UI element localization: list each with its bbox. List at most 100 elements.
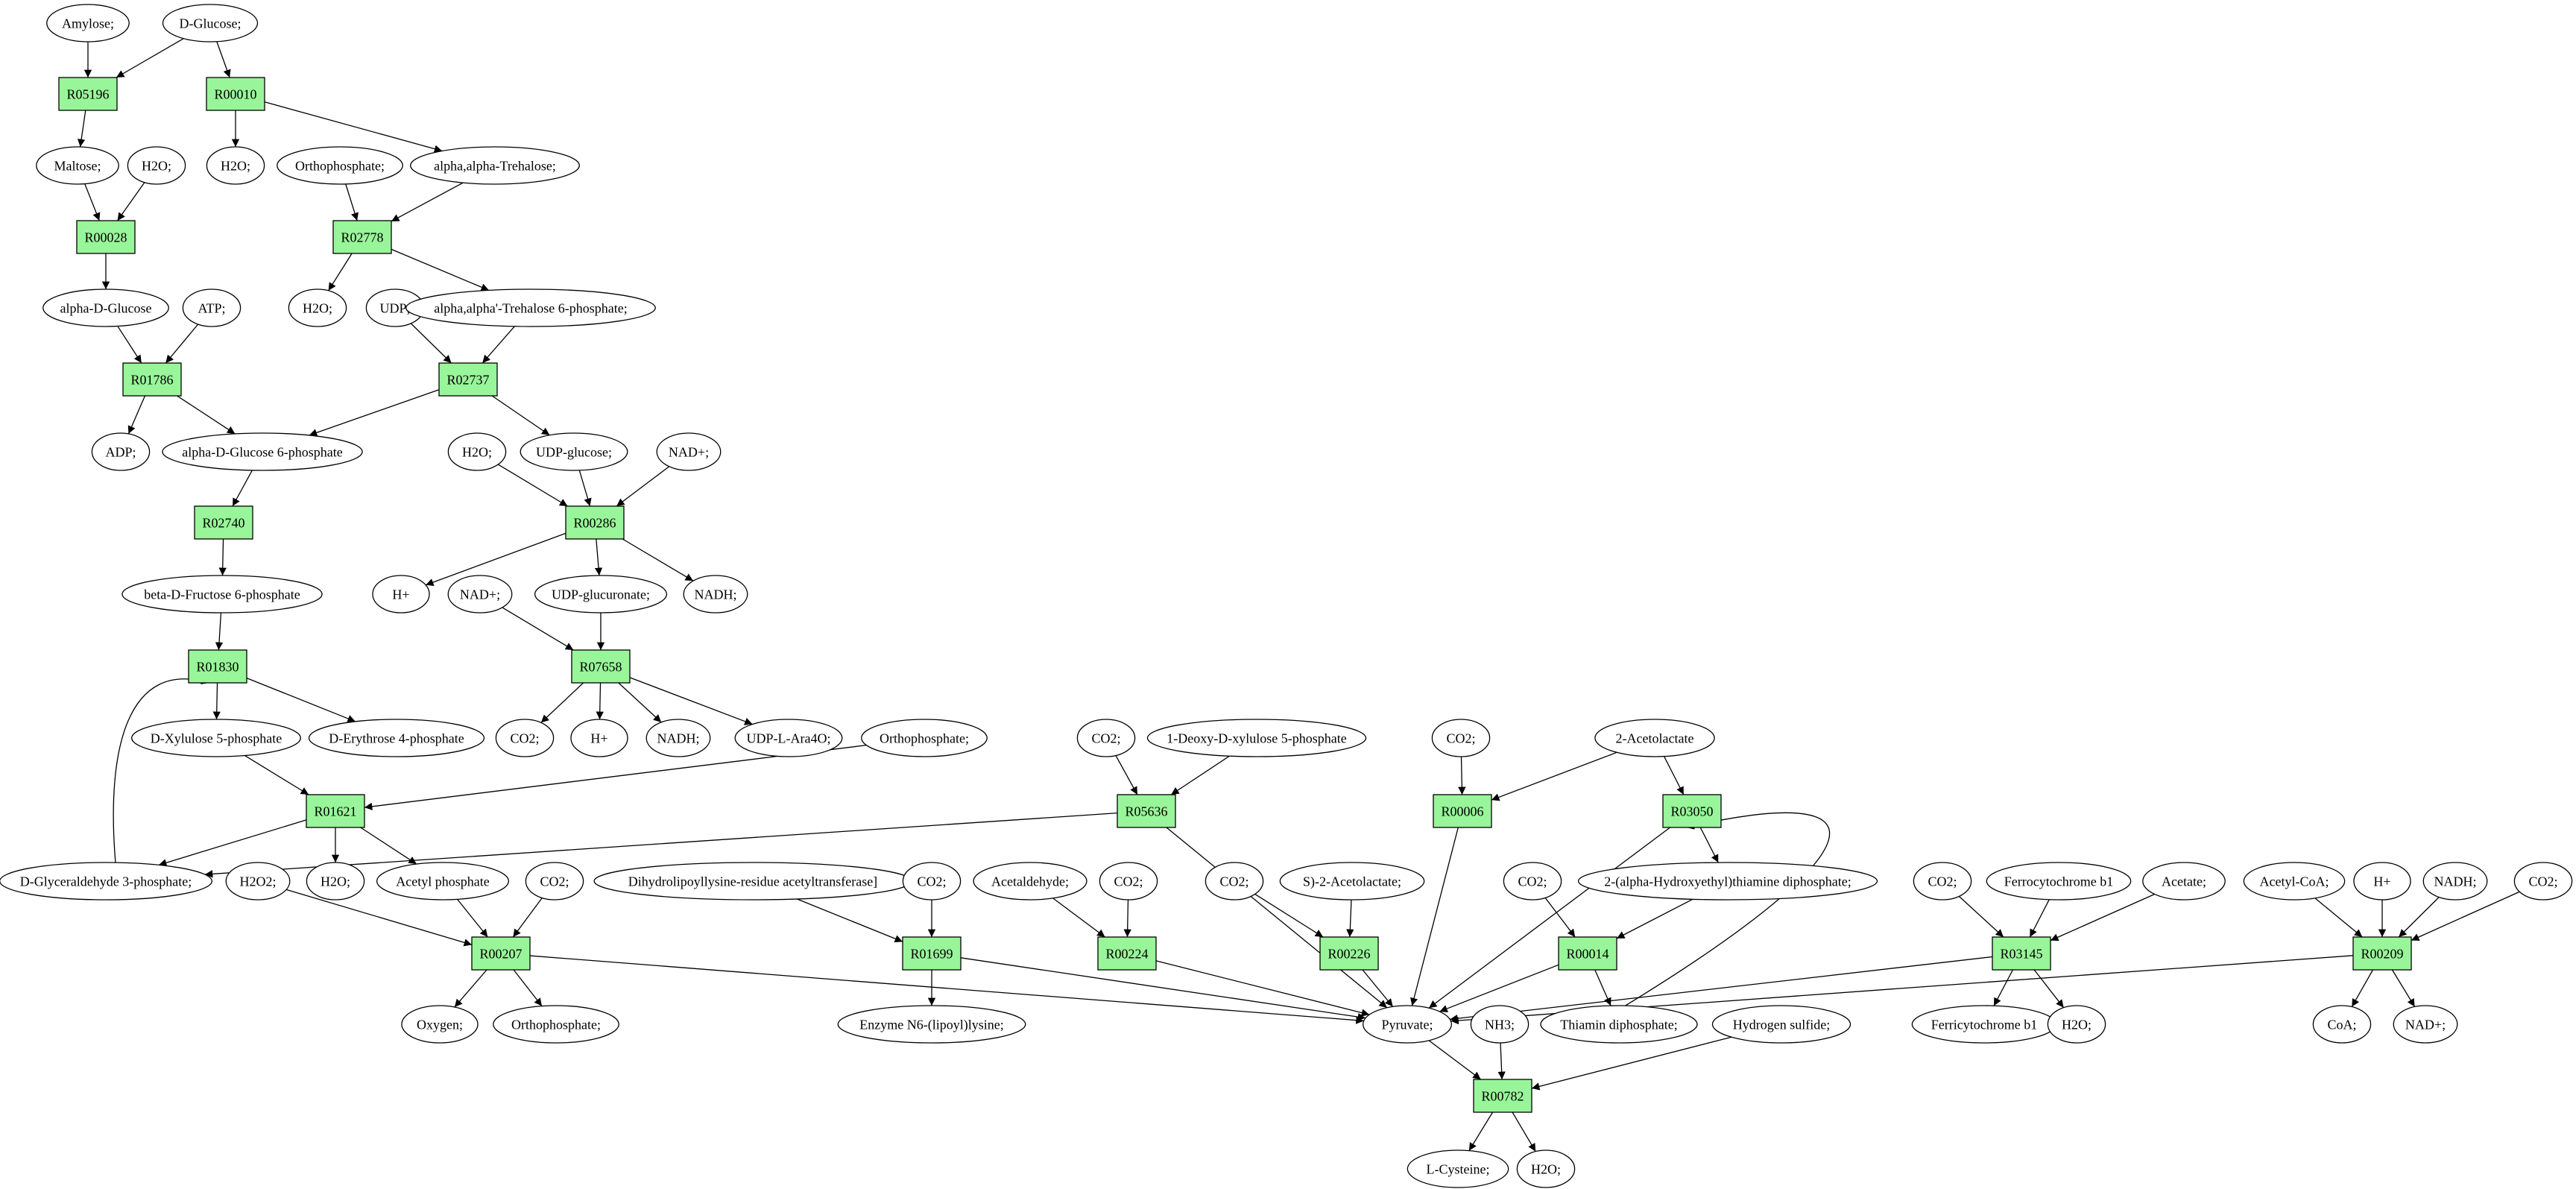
node-hethtpp: 2-(alpha-Hydroxyethyl)thiamine diphospha… bbox=[1577, 862, 1878, 901]
node-label: UDP-glucuronate; bbox=[552, 587, 650, 602]
edge-arrow bbox=[264, 101, 443, 153]
edge-arrow bbox=[1544, 898, 1576, 938]
node-co2-h: CO2; bbox=[1503, 862, 1562, 901]
node-label: R02740 bbox=[202, 515, 244, 530]
node-label: alpha,alpha-Trehalose; bbox=[434, 158, 556, 173]
node-amylose: Amylose; bbox=[46, 4, 130, 42]
node-thiamin: Thiamin diphosphate; bbox=[1540, 1005, 1698, 1044]
node-nadh-a: NADH; bbox=[683, 575, 748, 614]
node-label: R02737 bbox=[446, 372, 489, 387]
edge-arrow bbox=[596, 682, 604, 720]
compound-ellipse bbox=[1363, 1005, 1453, 1044]
edge-arrow bbox=[491, 395, 550, 436]
node-h2o2: H2O2; bbox=[225, 862, 291, 901]
edge-arrow bbox=[2351, 969, 2374, 1007]
node-label: H2O; bbox=[462, 444, 492, 459]
reaction-box bbox=[194, 505, 253, 540]
edges-layer bbox=[77, 38, 2520, 1152]
node-label: CO2; bbox=[1446, 731, 1475, 745]
edge-arrow bbox=[2033, 969, 2065, 1009]
compound-ellipse bbox=[570, 719, 628, 757]
compound-ellipse bbox=[2393, 1005, 2458, 1044]
reaction-box bbox=[306, 794, 365, 828]
edge-arrow bbox=[540, 682, 584, 723]
node-orthophos-c: Orthophosphate; bbox=[493, 1005, 619, 1044]
node-label: H2O; bbox=[321, 874, 350, 889]
edge-arrow bbox=[232, 470, 253, 507]
node-label: D-Glucose; bbox=[180, 16, 242, 31]
node-co2-i: CO2; bbox=[1913, 862, 1972, 901]
compound-ellipse bbox=[308, 719, 485, 757]
node-h2o-g: H2O; bbox=[1516, 1149, 1576, 1188]
compound-ellipse bbox=[645, 719, 711, 757]
node-s2acetolactate: S)-2-Acetolactate; bbox=[1279, 862, 1425, 901]
edge-arrow bbox=[328, 253, 353, 291]
reaction-box bbox=[471, 936, 531, 971]
edge-arrow bbox=[1155, 960, 1370, 1017]
compound-ellipse bbox=[42, 288, 169, 327]
reaction-box bbox=[332, 220, 392, 254]
edge-arrow bbox=[960, 957, 1366, 1021]
node-label: 2-(alpha-Hydroxyethyl)thiamine diphospha… bbox=[1604, 874, 1851, 889]
node-label: D-Xylulose 5-phosphate bbox=[151, 731, 282, 745]
compound-ellipse bbox=[1470, 1005, 1530, 1044]
node-label: 1-Deoxy-D-xylulose 5-phosphate bbox=[1167, 731, 1346, 745]
node-label: H+ bbox=[2373, 874, 2390, 889]
reaction-box bbox=[1117, 794, 1176, 828]
node-label: H2O; bbox=[1531, 1161, 1561, 1176]
node-de4p: D-Erythrose 4-phosphate bbox=[308, 719, 485, 757]
reaction-box bbox=[1662, 794, 1722, 828]
node-label: CO2; bbox=[1928, 874, 1957, 889]
node-label: H2O2; bbox=[240, 874, 277, 889]
node-label: UDP-glucose; bbox=[536, 444, 612, 459]
node-label: CO2; bbox=[510, 731, 539, 745]
node-label: R01830 bbox=[196, 659, 239, 674]
node-r03050: R03050 bbox=[1662, 794, 1722, 828]
node-adp: ADP; bbox=[91, 432, 151, 471]
node-label: Thiamin diphosphate; bbox=[1560, 1017, 1677, 1032]
node-label: L-Cysteine; bbox=[1427, 1161, 1490, 1176]
node-label: CO2; bbox=[1114, 874, 1143, 889]
node-h2s: Hydrogen sulfide; bbox=[1711, 1005, 1852, 1044]
reaction-box bbox=[1992, 936, 2051, 971]
compound-ellipse bbox=[1146, 719, 1367, 757]
compound-ellipse bbox=[861, 719, 988, 757]
edge-arrow bbox=[246, 677, 356, 722]
edge-arrow bbox=[391, 182, 464, 222]
node-label: CO2; bbox=[1518, 874, 1547, 889]
edge-arrow bbox=[216, 41, 231, 78]
node-label: H2O; bbox=[303, 300, 332, 315]
compound-ellipse bbox=[0, 862, 212, 901]
edge-arrow bbox=[285, 889, 473, 947]
node-label: D-Erythrose 4-phosphate bbox=[329, 731, 464, 745]
edge-arrow bbox=[1052, 898, 1105, 938]
node-label: UDP; bbox=[379, 300, 410, 315]
node-r00286: R00286 bbox=[565, 505, 625, 540]
edge-arrow bbox=[1993, 969, 2013, 1006]
node-label: Orthophosphate; bbox=[511, 1017, 601, 1032]
edge-arrow bbox=[158, 819, 307, 867]
reaction-box bbox=[1558, 936, 1617, 971]
node-ferrob1-a: Ferrocytochrome b1 bbox=[1986, 862, 2132, 901]
edge-arrow bbox=[2050, 893, 2155, 942]
edge-arrow bbox=[2029, 899, 2050, 938]
reaction-box bbox=[1319, 936, 1379, 971]
node-nadp-a: NAD+; bbox=[656, 432, 722, 471]
node-udpglucuronate: UDP-glucuronate; bbox=[534, 575, 668, 614]
node-hplus-c: H+ bbox=[2353, 862, 2411, 901]
node-label: beta-D-Fructose 6-phosphate bbox=[144, 587, 300, 602]
node-maltose: Maltose; bbox=[36, 146, 119, 185]
node-r05196: R05196 bbox=[58, 77, 118, 111]
node-alphadglucose: alpha-D-Glucose bbox=[42, 288, 169, 327]
edge-arrow bbox=[1170, 755, 1230, 795]
compound-ellipse bbox=[121, 575, 323, 614]
reaction-box bbox=[76, 220, 136, 254]
node-label: R03050 bbox=[1670, 804, 1713, 819]
node-label: R00209 bbox=[2361, 946, 2403, 961]
compound-ellipse bbox=[683, 575, 748, 614]
reaction-box bbox=[565, 505, 625, 540]
compound-ellipse bbox=[2047, 1005, 2106, 1044]
compound-ellipse bbox=[520, 432, 628, 471]
compound-ellipse bbox=[734, 719, 843, 757]
node-label: NAD+; bbox=[2405, 1017, 2446, 1032]
